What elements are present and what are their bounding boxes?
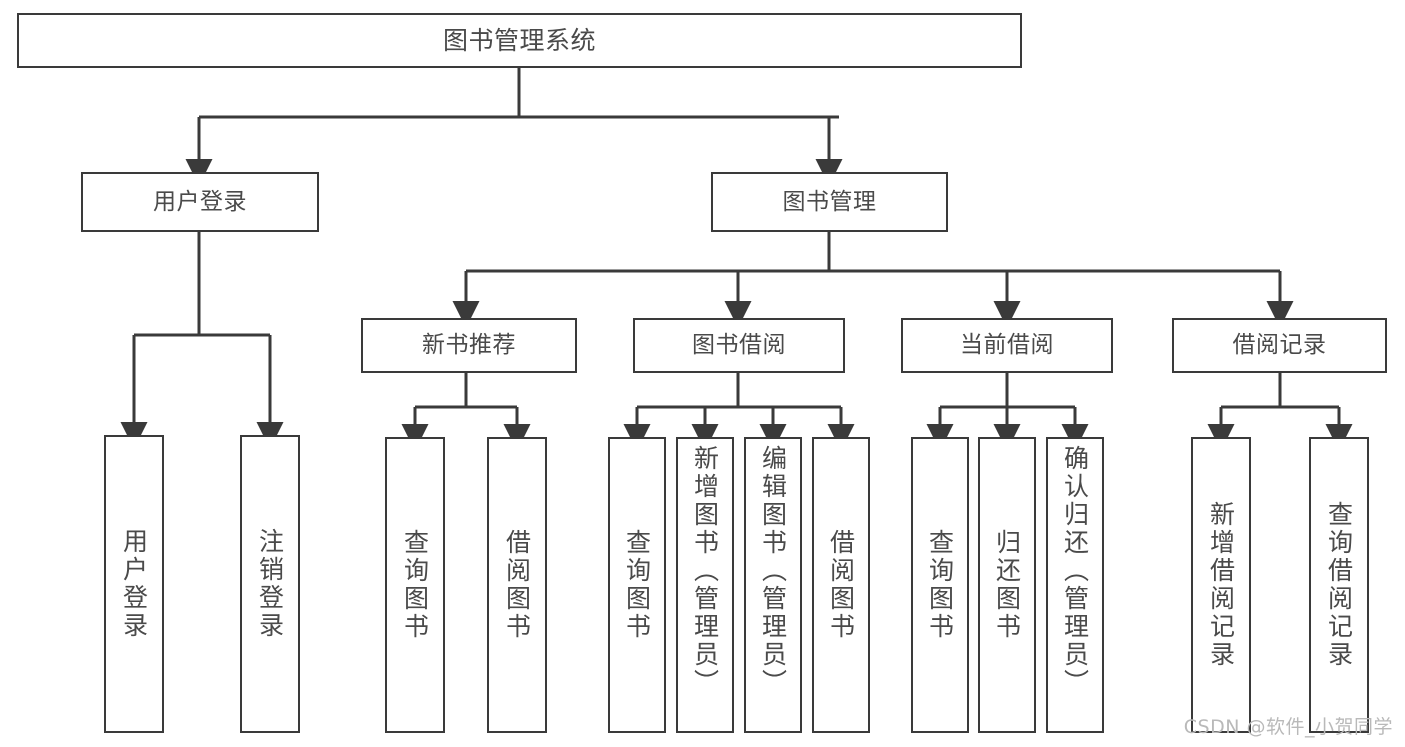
leaf-borrow-add-label: 新增图书（管理员）	[690, 445, 720, 697]
node-book-borrow[interactable]: 图书借阅	[633, 318, 845, 373]
node-borrow-record-label: 借阅记录	[1232, 332, 1327, 359]
node-root-label: 图书管理系统	[442, 26, 596, 55]
leaf-rec-query-label: 查询图书	[400, 529, 430, 641]
leaf-current-return-label: 归还图书	[992, 529, 1022, 641]
leaf-record-query-label: 查询借阅记录	[1324, 501, 1354, 669]
leaf-borrow-lend[interactable]: 借阅图书	[812, 437, 870, 733]
node-current-borrow[interactable]: 当前借阅	[901, 318, 1113, 373]
leaf-current-query[interactable]: 查询图书	[911, 437, 969, 733]
leaf-user-login-label: 用户登录	[119, 528, 149, 640]
leaf-record-query[interactable]: 查询借阅记录	[1309, 437, 1369, 733]
leaf-current-return[interactable]: 归还图书	[978, 437, 1036, 733]
leaf-rec-query[interactable]: 查询图书	[385, 437, 445, 733]
node-user-login-label: 用户登录	[153, 188, 247, 215]
leaf-current-confirm[interactable]: 确认归还（管理员）	[1046, 437, 1104, 733]
leaf-borrow-query-label: 查询图书	[622, 529, 652, 641]
leaf-current-query-label: 查询图书	[925, 529, 955, 641]
leaf-user-logout[interactable]: 注销登录	[240, 435, 300, 733]
leaf-user-login[interactable]: 用户登录	[104, 435, 164, 733]
node-new-book-rec[interactable]: 新书推荐	[361, 318, 577, 373]
node-current-borrow-label: 当前借阅	[960, 332, 1054, 359]
node-user-login[interactable]: 用户登录	[81, 172, 319, 232]
leaf-borrow-edit[interactable]: 编辑图书（管理员）	[744, 437, 802, 733]
leaf-record-add[interactable]: 新增借阅记录	[1191, 437, 1251, 733]
leaf-user-logout-label: 注销登录	[255, 528, 285, 640]
node-borrow-record[interactable]: 借阅记录	[1172, 318, 1387, 373]
node-new-book-rec-label: 新书推荐	[422, 332, 516, 359]
node-book-mgmt[interactable]: 图书管理	[711, 172, 948, 232]
node-root[interactable]: 图书管理系统	[17, 13, 1022, 68]
leaf-rec-borrow-label: 借阅图书	[502, 529, 532, 641]
leaf-record-add-label: 新增借阅记录	[1206, 501, 1236, 669]
leaf-borrow-query[interactable]: 查询图书	[608, 437, 666, 733]
leaf-rec-borrow[interactable]: 借阅图书	[487, 437, 547, 733]
node-book-mgmt-label: 图书管理	[782, 188, 877, 215]
leaf-borrow-edit-label: 编辑图书（管理员）	[758, 445, 788, 697]
leaf-borrow-lend-label: 借阅图书	[826, 529, 856, 641]
leaf-current-confirm-label: 确认归还（管理员）	[1060, 445, 1090, 697]
node-book-borrow-label: 图书借阅	[692, 332, 786, 359]
leaf-borrow-add[interactable]: 新增图书（管理员）	[676, 437, 734, 733]
